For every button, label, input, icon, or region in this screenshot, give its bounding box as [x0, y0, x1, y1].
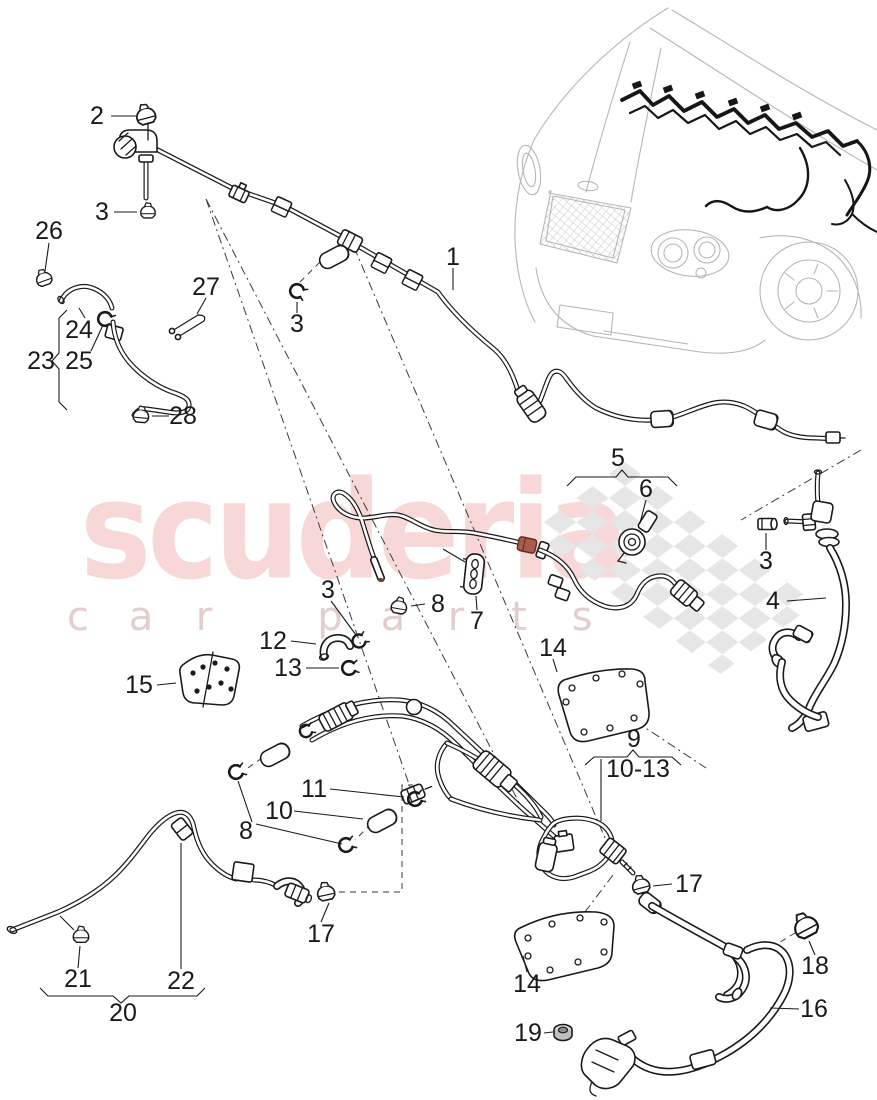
- part-16-hose-assembly: [553, 891, 822, 1097]
- part-9-fuel-line-assembly: [225, 595, 652, 896]
- part-label-24: 24: [65, 316, 93, 344]
- part-label-26: 26: [35, 217, 63, 245]
- part-label-4: 4: [766, 587, 780, 615]
- part-label-3a: 3: [95, 198, 109, 226]
- part-1-inline-connector: [228, 181, 250, 204]
- part-label-19: 19: [514, 1019, 542, 1047]
- part-label-8a: 8: [431, 590, 445, 618]
- callout-leaders: [39, 115, 827, 1034]
- part-label-18: 18: [801, 952, 829, 980]
- part-2-clip: [132, 101, 158, 127]
- part-18-clip: [787, 907, 822, 942]
- part-5-end-connector: [669, 579, 705, 612]
- part-label-2: 2: [90, 102, 104, 130]
- part-label-8b: 8: [239, 817, 253, 845]
- watermark-subtitle-letter: p: [317, 594, 342, 640]
- part-1-ribbed-elbow: [513, 384, 547, 423]
- part-label-17a: 17: [307, 920, 335, 948]
- watermark-subtitle-letter: s: [572, 594, 593, 640]
- part-1-elbow-fitting: [113, 123, 158, 159]
- part-label-14b: 14: [513, 970, 541, 998]
- part-20-vacuum-pipe-assembly: [6, 812, 337, 944]
- part-label-3c: 3: [321, 576, 335, 604]
- part-27-fork-bracket: [168, 314, 206, 341]
- car-illustration: [514, 7, 877, 354]
- part-label-15: 15: [125, 671, 153, 699]
- part-label-14a: 14: [539, 634, 567, 662]
- part-23-25-hose-assembly: [32, 266, 206, 424]
- part-label-9: 9: [627, 725, 641, 753]
- part-14-heat-shield-upper: [557, 668, 650, 743]
- part-number-labels: 12333345678891010-1311121314141516171718…: [27, 102, 829, 1047]
- part-label-22: 22: [167, 967, 195, 995]
- part-label-27: 27: [192, 273, 220, 301]
- part-label-13: 13: [274, 654, 302, 682]
- part-16-elbow: [719, 942, 746, 1001]
- watermark-subtitle-letter: r: [448, 594, 465, 640]
- part-label-16: 16: [800, 995, 828, 1023]
- part-4-hose-assembly: [770, 469, 846, 732]
- part-3-bushing: [757, 517, 778, 531]
- part-5-red-cap: [516, 536, 538, 554]
- checkered-flag-watermark: [529, 461, 816, 675]
- part-5-twin-pipe-assembly: [333, 492, 705, 612]
- part-14-heat-shield-lower: [513, 911, 615, 982]
- part-7-rubber-mount: [459, 553, 486, 595]
- bracket-20: [39, 987, 206, 1004]
- part-16-end-valve: [580, 1029, 637, 1097]
- part-1-vacuum-pipe: [113, 123, 846, 444]
- part-label-17b: 17: [675, 870, 703, 898]
- part-label-1: 1: [446, 243, 460, 271]
- part-label-3b: 3: [290, 310, 304, 338]
- part-label-11: 11: [301, 775, 327, 803]
- part-19-grommet: [553, 1023, 573, 1042]
- part-label-21: 21: [64, 965, 92, 993]
- part-label-3d: 3: [759, 547, 773, 575]
- part-label-23: 23: [27, 347, 55, 375]
- bracket-9: [584, 749, 682, 821]
- front-grille: [539, 180, 632, 264]
- part-12-elbow-connector: [318, 638, 350, 661]
- part-label-10: 10: [265, 797, 293, 825]
- quick-connector: [472, 750, 518, 793]
- part-label-12: 12: [259, 627, 287, 655]
- watermark-subtitle-letter: c: [67, 594, 89, 640]
- part-3-grommets: [140, 201, 778, 652]
- watermark-subtitle-letter: t: [511, 594, 527, 640]
- front-wheel: [759, 241, 859, 341]
- part-label-5: 5: [611, 444, 625, 472]
- part-label-6: 6: [639, 475, 653, 503]
- side-marker-lamp: [516, 144, 542, 196]
- bracket-23: [51, 309, 68, 411]
- part-label-28: 28: [169, 402, 197, 430]
- part-15-bracket-plate: [179, 651, 241, 708]
- headlamps: [650, 229, 730, 279]
- watermark-subtitle-letter: a: [129, 594, 154, 640]
- part-label-20: 20: [109, 999, 137, 1027]
- part-label-7: 7: [470, 607, 484, 635]
- engine-harness: [620, 80, 877, 233]
- part-6-sensor-valve: [616, 510, 658, 564]
- part-label-10-13: 10-13: [606, 755, 670, 783]
- watermark-subtitle-letter: r: [196, 594, 213, 640]
- bracket-5: [566, 469, 678, 487]
- part-label-25: 25: [65, 347, 93, 375]
- threaded-fitting: [318, 700, 359, 732]
